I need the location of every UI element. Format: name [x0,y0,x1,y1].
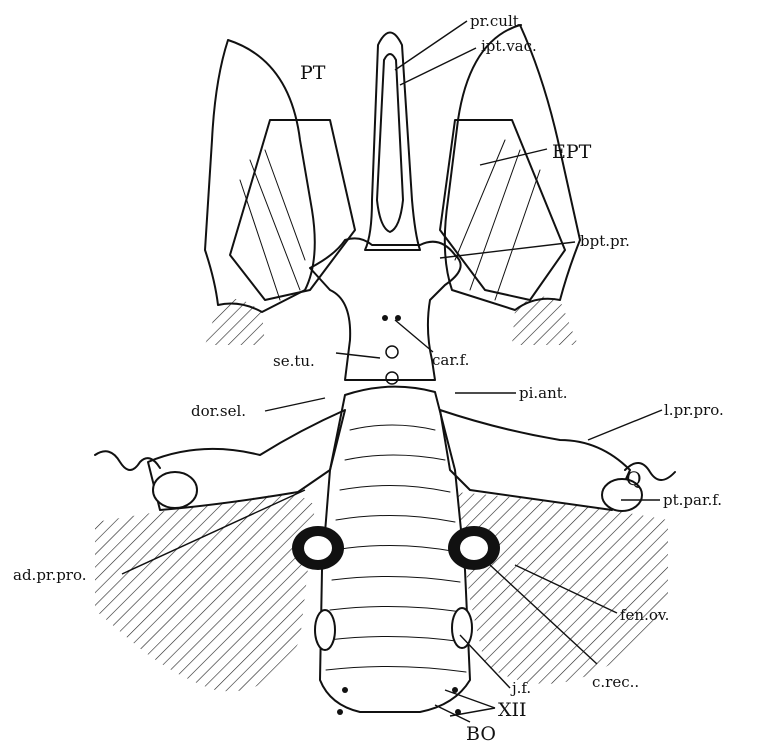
label-fen-ov: fen.ov. [620,606,669,624]
cultriform-process [365,33,420,251]
ectopterygoid-left [230,120,355,300]
jugular-foramen-right [452,608,472,648]
label-pr-cult: pr.cult. [470,12,524,30]
label-bo: BO [466,723,496,745]
pterygoid-right [445,25,580,310]
label-l-pr-pro: l.pr.pro. [664,401,724,419]
label-dor-sel: dor.sel. [191,402,246,420]
label-ad-pr-pro: ad.pr.pro. [13,566,87,584]
label-pt: PT [300,62,326,84]
label-se-tu: se.tu. [273,352,315,370]
jugular-foramen-left [315,610,335,650]
fenestra-ovalis-right [448,526,500,570]
pterygoid-left [205,40,315,312]
label-q: Q [626,468,642,490]
facet-left [153,472,197,508]
label-pi-ant: pi.ant. [519,384,568,402]
fenestra-ovalis-left [292,526,344,570]
label-car-f: car.f. [432,351,469,369]
label-ipt-vac: ipt.vac. [481,37,537,55]
label-ept: EPT [552,141,592,163]
label-j-f: j.f. [510,679,531,697]
label-bpt-pr: bpt.pr. [580,232,630,250]
label-c-rec: c.rec.. [592,673,639,691]
label-pt-par-f: pt.par.f. [663,491,722,509]
label-xii: XII [498,699,527,721]
